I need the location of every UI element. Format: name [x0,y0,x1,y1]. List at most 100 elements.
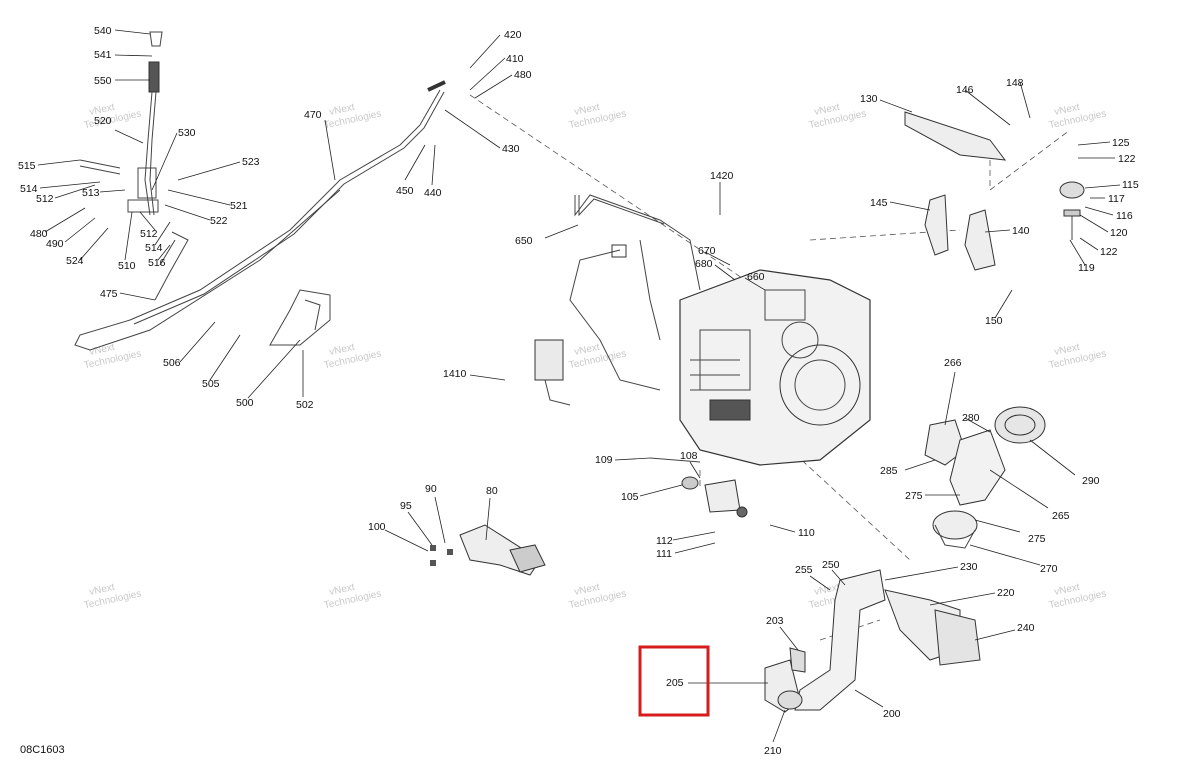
part-label-265: 265 [1052,510,1070,522]
wiring-harness-650 [534,194,701,406]
part-label-250: 250 [822,559,840,571]
part-label-510: 510 [118,260,136,272]
part-label-210: 210 [764,745,782,757]
part-label-450: 450 [396,185,414,197]
part-label-205: 205 [666,677,684,689]
watermark-vnext: vNext [1053,342,1081,358]
engine-bracket-500 [269,289,331,346]
part-label-109: 109 [595,454,613,466]
part-label-541: 541 [94,49,112,61]
part-label-275b: 275 [1028,533,1046,545]
diagram-code: 08C1603 [20,744,65,756]
part-label-270: 270 [1040,563,1058,575]
leader-lines [37,29,1121,743]
part-label-203: 203 [766,615,784,627]
watermark-vnext: vNext [813,102,841,118]
shift-lever-assembly [79,31,189,301]
part-label-514: 514 [20,183,38,195]
part-label-550: 550 [94,75,112,87]
part-label-512b: 512 [140,228,158,240]
part-label-523: 523 [242,156,260,168]
part-label-95: 95 [400,500,412,512]
part-label-500: 500 [236,397,254,409]
watermark-vnext: vNext [88,102,116,118]
part-label-119: 119 [1078,262,1095,274]
part-label-122: 122 [1118,153,1136,165]
part-label-140: 140 [1012,225,1030,237]
watermark-vnext: vNext [1053,102,1081,118]
part-label-111: 111 [656,548,672,560]
part-label-230: 230 [960,561,978,573]
part-label-680: 680 [695,258,713,270]
part-label-285: 285 [880,465,898,477]
part-label-480b: 480 [514,69,532,81]
part-label-125: 125 [1112,137,1130,149]
watermark-vnext: vNext [573,102,601,118]
part-label-670: 670 [698,245,716,257]
part-label-117: 117 [1108,193,1125,205]
part-label-112: 112 [656,535,673,547]
part-label-115: 115 [1122,179,1139,191]
part-label-502: 502 [296,399,314,411]
air-intake-assembly [924,406,1046,549]
part-label-430: 430 [502,143,520,155]
watermark-vnext: vNext [88,582,116,598]
shift-cable [74,80,446,351]
part-label-521: 521 [230,200,248,212]
part-label-515: 515 [18,160,36,172]
watermark-vnext: vNext [573,342,601,358]
part-label-146: 146 [956,84,974,96]
part-label-120: 120 [1110,227,1128,239]
part-label-522: 522 [210,215,228,227]
part-label-514b: 514 [145,242,163,254]
part-label-540: 540 [94,25,112,37]
watermark-vnext: vNext [1053,582,1081,598]
part-label-108: 108 [680,450,698,462]
part-label-150: 150 [985,315,1003,327]
part-label-490: 490 [46,238,64,250]
part-label-650: 650 [515,235,533,247]
part-label-290: 290 [1082,475,1100,487]
part-label-130: 130 [860,93,878,105]
part-label-516: 516 [148,257,166,269]
part-labels: 540 541 550 520 530 515 514 512 513 523 … [18,25,1139,757]
part-label-90: 90 [425,483,437,495]
part-label-275: 275 [905,490,923,502]
part-label-524: 524 [66,255,84,267]
part-label-280: 280 [962,412,980,424]
part-label-1420: 1420 [710,170,734,182]
part-label-100: 100 [368,521,386,533]
part-label-105: 105 [621,491,639,503]
part-label-266: 266 [944,357,962,369]
watermark-vnext: vNext [813,582,841,598]
watermark-vnext: vNext [328,102,356,118]
engine-mount-105 [649,457,748,518]
part-label-116: 116 [1116,210,1133,222]
highlight-box-205 [638,645,710,717]
part-label-470: 470 [304,109,322,121]
part-label-520: 520 [94,115,112,127]
part-label-200: 200 [883,708,901,720]
part-label-660: 660 [747,271,765,283]
part-label-440: 440 [424,187,442,199]
part-label-506: 506 [163,357,181,369]
engine-assembly [679,269,871,466]
watermark-vnext: vNext [328,342,356,358]
part-label-148: 148 [1006,77,1024,89]
part-label-513: 513 [82,187,100,199]
part-label-480: 480 [30,228,48,240]
part-label-145: 145 [870,197,888,209]
part-label-110: 110 [798,527,815,539]
part-label-255: 255 [795,564,813,576]
watermark-vnext: vNext [88,342,116,358]
part-label-410: 410 [506,53,524,65]
part-label-240: 240 [1017,622,1035,634]
part-label-420: 420 [504,29,522,41]
intake-duct-assembly [764,569,981,713]
watermark-vnext: vNext [328,582,356,598]
accelerator-pedal-80 [430,524,546,576]
engine-mount-brackets [904,111,1085,271]
part-label-505: 505 [202,378,220,390]
part-label-122b: 122 [1100,246,1118,258]
